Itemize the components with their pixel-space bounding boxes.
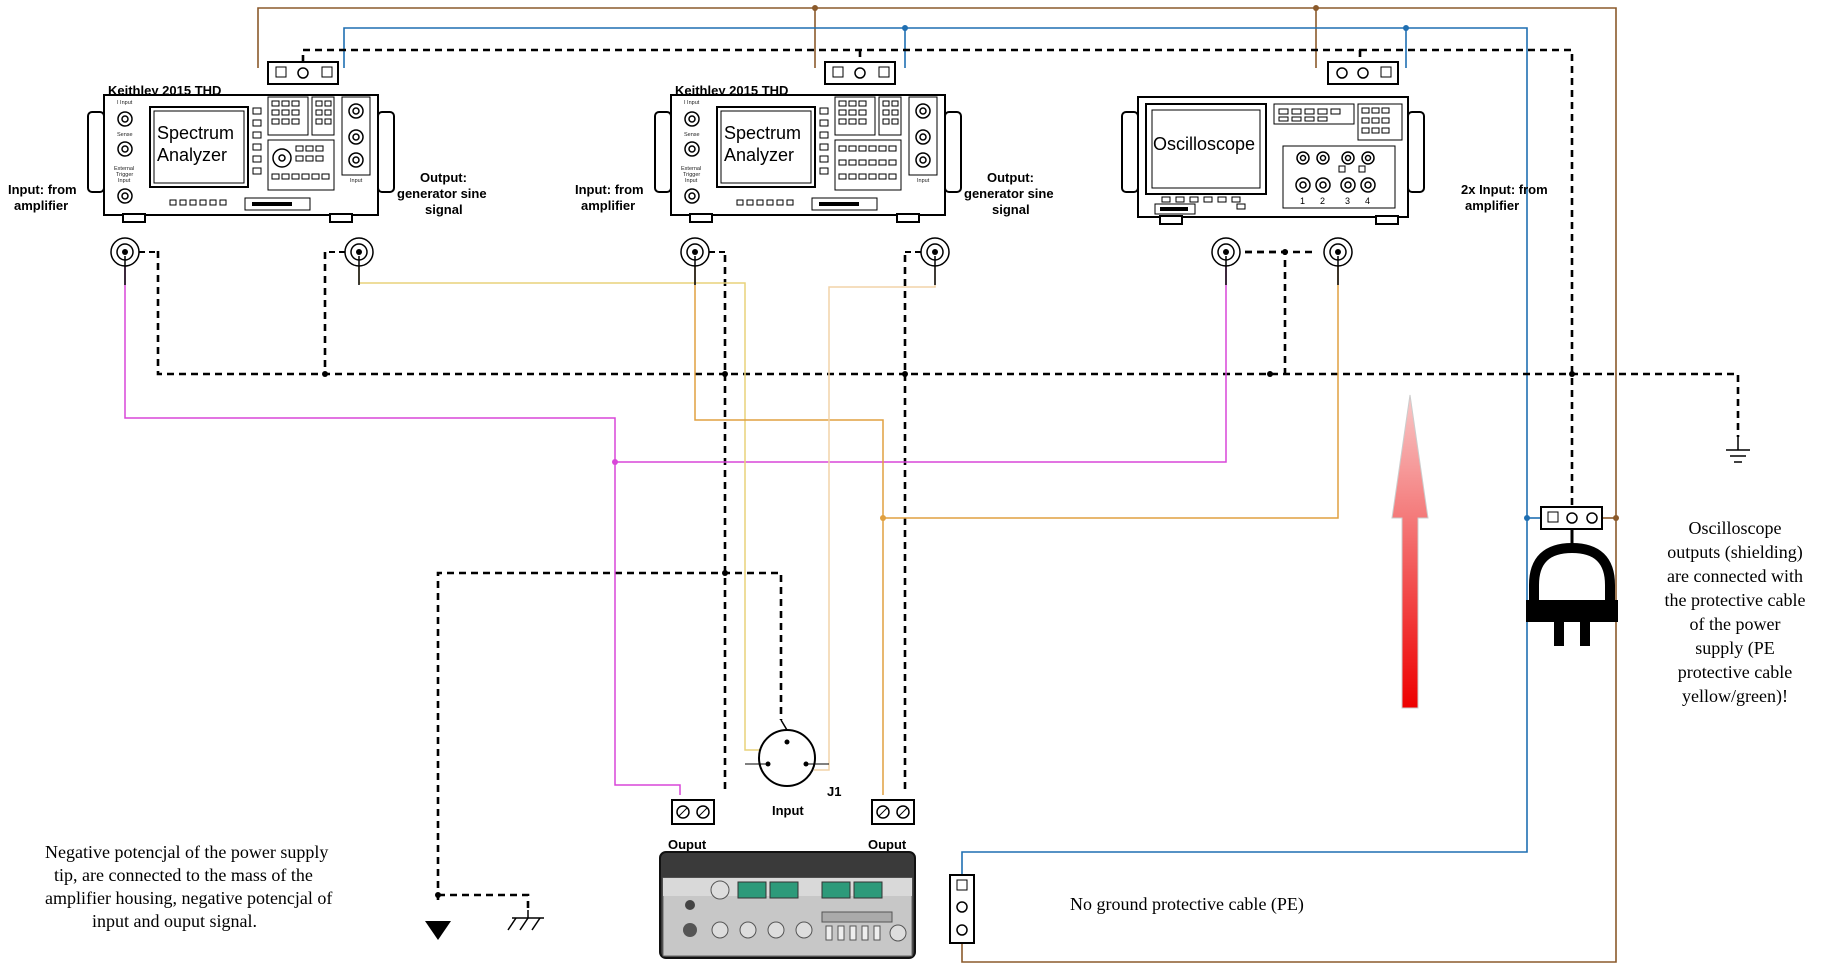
- svg-text:2: 2: [1320, 196, 1325, 206]
- bnc-connector-icon: [325, 237, 374, 285]
- scope-top-keys: [1273, 103, 1403, 141]
- svg-text:1: 1: [1300, 196, 1305, 206]
- svg-text:I Input: I Input: [684, 100, 700, 106]
- note-right: Oscilloscope outputs (shielding) are con…: [1665, 518, 1806, 707]
- sa2-screen-line1: Spectrum: [724, 123, 801, 143]
- arrow-up-icon: [1391, 394, 1429, 709]
- bnc-connectors: [110, 237, 1353, 285]
- sa1-screen-line1: Spectrum: [157, 123, 234, 143]
- scope-screen-label: Oscilloscope: [1153, 134, 1255, 154]
- ground-icon: [1726, 437, 1750, 463]
- svg-text:Negative potencjal of the powe: Negative potencjal of the power supply: [45, 842, 328, 862]
- sa2-bottom-keys: [736, 197, 878, 211]
- svg-text:yellow/green)!: yellow/green)!: [1682, 686, 1788, 707]
- bnc-connector-icon: [905, 237, 950, 285]
- svg-text:Oscilloscope: Oscilloscope: [1689, 518, 1782, 538]
- amplifier: [659, 851, 916, 959]
- chassis-ground-icon: [507, 910, 544, 931]
- output-right-label: Ouput: [868, 837, 907, 852]
- svg-text:Input: Input: [917, 178, 930, 184]
- svg-text:I Input: I Input: [117, 100, 133, 106]
- svg-text:Input: Input: [350, 178, 363, 184]
- bnc-connector-icon: [110, 237, 158, 285]
- svg-text:of the power: of the power: [1690, 614, 1781, 634]
- scope-input-label: 2x Input: from: [1461, 182, 1548, 197]
- spectrum-analyzer-2: Keithley 2015 THD I Input Sense External…: [575, 83, 1054, 223]
- svg-text:Trigger: Trigger: [116, 172, 133, 178]
- svg-text:amplifier: amplifier: [1465, 198, 1519, 213]
- sa2-keypad: [834, 96, 902, 191]
- svg-text:protective cable: protective cable: [1678, 662, 1792, 682]
- power-strip-sa1: [267, 61, 339, 85]
- note-bottom: No ground protective cable (PE): [1070, 894, 1304, 915]
- svg-text:Sense: Sense: [117, 132, 133, 138]
- mains-wiring: [257, 5, 1619, 963]
- bnc-connector-icon: [1211, 237, 1241, 285]
- svg-text:Input: Input: [685, 178, 698, 184]
- svg-text:amplifier housing, negative po: amplifier housing, negative potencjal of: [45, 888, 332, 908]
- signal-wiring: [124, 265, 1339, 795]
- svg-text:the protective cable: the protective cable: [1665, 590, 1806, 610]
- sa1-bottom-keys: [169, 197, 311, 211]
- svg-text:Input: Input: [118, 178, 131, 184]
- power-strip-amp: [949, 874, 975, 944]
- sa1-keypad: [267, 96, 335, 191]
- svg-text:amplifier: amplifier: [14, 198, 68, 213]
- svg-text:Trigger: Trigger: [683, 172, 700, 178]
- connector-label: Input: [772, 803, 804, 818]
- power-strip-scope: [1327, 61, 1399, 85]
- svg-text:tip, are connected to the mass: tip, are connected to the mass of the: [54, 865, 313, 885]
- note-left: Negative potencjal of the power supply t…: [45, 842, 332, 931]
- connector-name: J1: [827, 784, 841, 799]
- pe-wiring: [156, 48, 1740, 910]
- xlr-connector-icon: J1 Input: [745, 719, 841, 818]
- svg-text:External: External: [114, 166, 134, 172]
- sa1-input-label: Input: from: [8, 182, 77, 197]
- power-strip-sa2: [824, 61, 896, 85]
- svg-text:External: External: [681, 166, 701, 172]
- oscilloscope: Oscilloscope 1 2 3 4: [1121, 96, 1548, 225]
- svg-text:3: 3: [1345, 196, 1350, 206]
- svg-text:generator sine: generator sine: [397, 186, 487, 201]
- sa2-screen-line2: Analyzer: [724, 145, 794, 165]
- svg-text:supply (PE: supply (PE: [1695, 638, 1775, 659]
- terminal-block-left: Ouput: [668, 799, 715, 852]
- svg-text:Sense: Sense: [684, 132, 700, 138]
- svg-text:signal: signal: [425, 202, 463, 217]
- power-plug-icon: [1526, 529, 1618, 646]
- svg-text:signal: signal: [992, 202, 1030, 217]
- sa1-side-buttons: [252, 107, 262, 175]
- ground-triangle-icon: [425, 921, 451, 940]
- svg-text:amplifier: amplifier: [581, 198, 635, 213]
- sa2-input-label: Input: from: [575, 182, 644, 197]
- power-strip-main: [1540, 506, 1603, 530]
- sa1-screen-line2: Analyzer: [157, 145, 227, 165]
- sa1-output-label: Output:: [420, 170, 467, 185]
- terminal-block-right: Ouput: [868, 799, 915, 852]
- sa2-side-buttons: [819, 107, 829, 175]
- bnc-connector-icon: [1323, 237, 1353, 285]
- svg-text:outputs (shielding): outputs (shielding): [1667, 542, 1803, 563]
- spectrum-analyzer-1: Keithley 2015 THD I Input Sense External…: [8, 83, 487, 223]
- svg-text:input and ouput signal.: input and ouput signal.: [92, 911, 257, 931]
- output-left-label: Ouput: [668, 837, 707, 852]
- svg-text:are connected with: are connected with: [1667, 566, 1803, 586]
- sa2-output-label: Output:: [987, 170, 1034, 185]
- bnc-connector-icon: [680, 237, 725, 285]
- svg-text:4: 4: [1365, 196, 1370, 206]
- svg-text:generator sine: generator sine: [964, 186, 1054, 201]
